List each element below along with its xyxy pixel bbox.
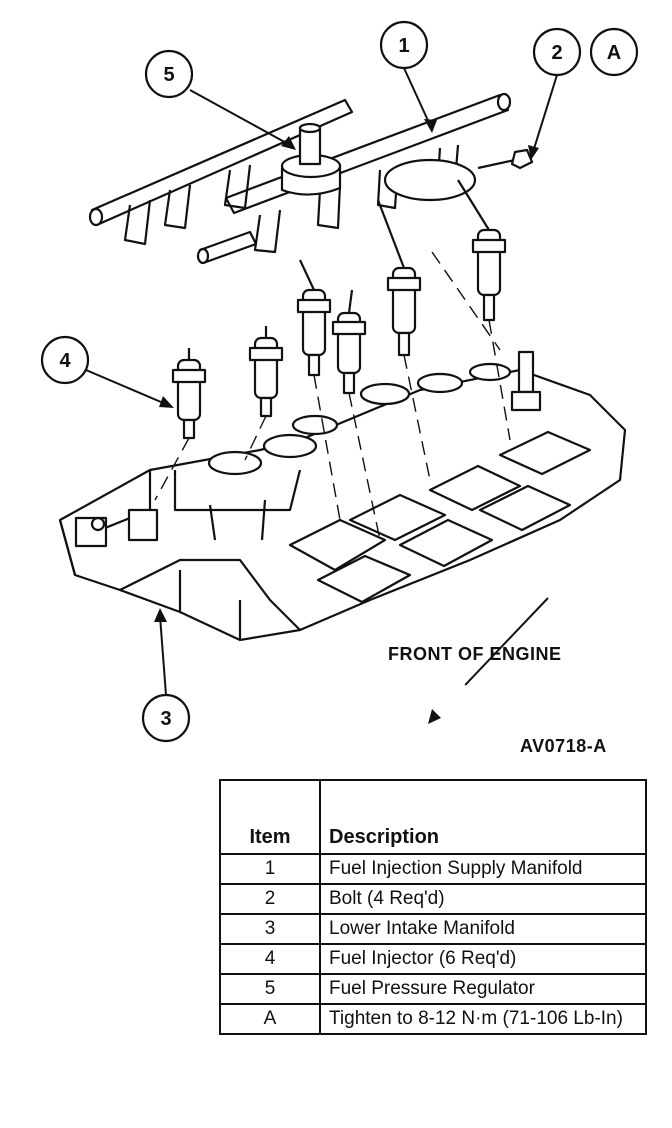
table-row: 5 Fuel Pressure Regulator [219,973,647,1005]
front-of-engine-label: FRONT OF ENGINE [388,644,562,664]
item-cell: 3 [219,913,321,945]
description-cell: Tighten to 8-12 N·m (71-106 Lb-In) [319,1003,647,1035]
table-row: 3 Lower Intake Manifold [219,913,647,945]
description-cell: Fuel Injector (6 Req'd) [319,943,647,975]
callout-circles [40,20,639,743]
item-cell: 1 [219,853,321,885]
description-cell: Lower Intake Manifold [319,913,647,945]
callout-5: 5 [163,64,174,86]
item-cell: 2 [219,883,321,915]
bolt [477,148,534,170]
fuel-injectors [171,179,507,440]
description-cell: Fuel Pressure Regulator [319,973,647,1005]
description-cell: Bolt (4 Req'd) [319,883,647,915]
table-row: 1 Fuel Injection Supply Manifold [219,853,647,885]
table-row: A Tighten to 8-12 N·m (71-106 Lb-In) [219,1003,647,1035]
item-cell: 4 [219,943,321,975]
description-cell: Fuel Injection Supply Manifold [319,853,647,885]
item-cell: 5 [219,973,321,1005]
figure-id: AV0718-A [520,736,607,756]
callout-4: 4 [59,350,71,372]
legend-header-row: Item Description [219,779,647,855]
table-row: 2 Bolt (4 Req'd) [219,883,647,915]
legend-table: Item Description 1 Fuel Injection Supply… [219,779,647,1035]
lower-intake-manifold [58,350,627,642]
callout-2: 2 [551,42,562,64]
leader-lines [85,67,558,725]
alignment-lines [154,251,511,541]
exploded-view-illustration: 1 2 A 3 4 5 [40,20,639,743]
item-header: Item [219,779,321,855]
callout-a: A [607,42,621,64]
callout-1: 1 [398,35,409,57]
table-row: 4 Fuel Injector (6 Req'd) [219,943,647,975]
callout-3: 3 [160,708,171,730]
fuel-pressure-regulator [280,122,342,196]
description-header: Description [319,779,647,855]
item-cell: A [219,1003,321,1035]
